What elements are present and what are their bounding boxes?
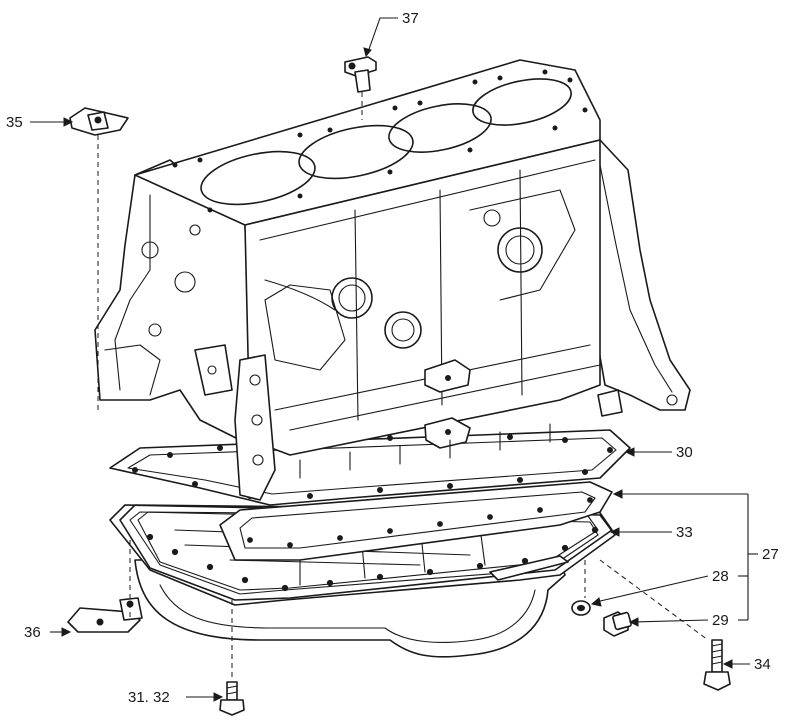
callout-36: 36 [24, 624, 41, 641]
callout-29: 29 [712, 612, 729, 629]
callout-33: 33 [676, 524, 693, 541]
part-28-washer [571, 600, 591, 616]
callout-35: 35 [6, 114, 23, 131]
part-3132-bolt [219, 681, 245, 716]
part-37-bracket [344, 56, 377, 93]
cylinder-block [94, 59, 691, 501]
callout-27: 27 [762, 546, 779, 563]
callout-30: 30 [676, 444, 693, 461]
callout-34: 34 [754, 656, 771, 673]
callout-37: 37 [402, 10, 419, 27]
leader-lines [30, 17, 758, 702]
part-36-bracket [67, 597, 143, 633]
part-34-bolt [703, 639, 731, 691]
baffle-plate [219, 481, 613, 561]
callout-31-32: 31. 32 [128, 689, 170, 706]
part-29-plug [603, 611, 632, 637]
callout-28: 28 [712, 568, 729, 585]
strainer-bracket [489, 555, 569, 581]
part-35-bracket [69, 107, 129, 136]
assembly-lines [97, 92, 709, 680]
